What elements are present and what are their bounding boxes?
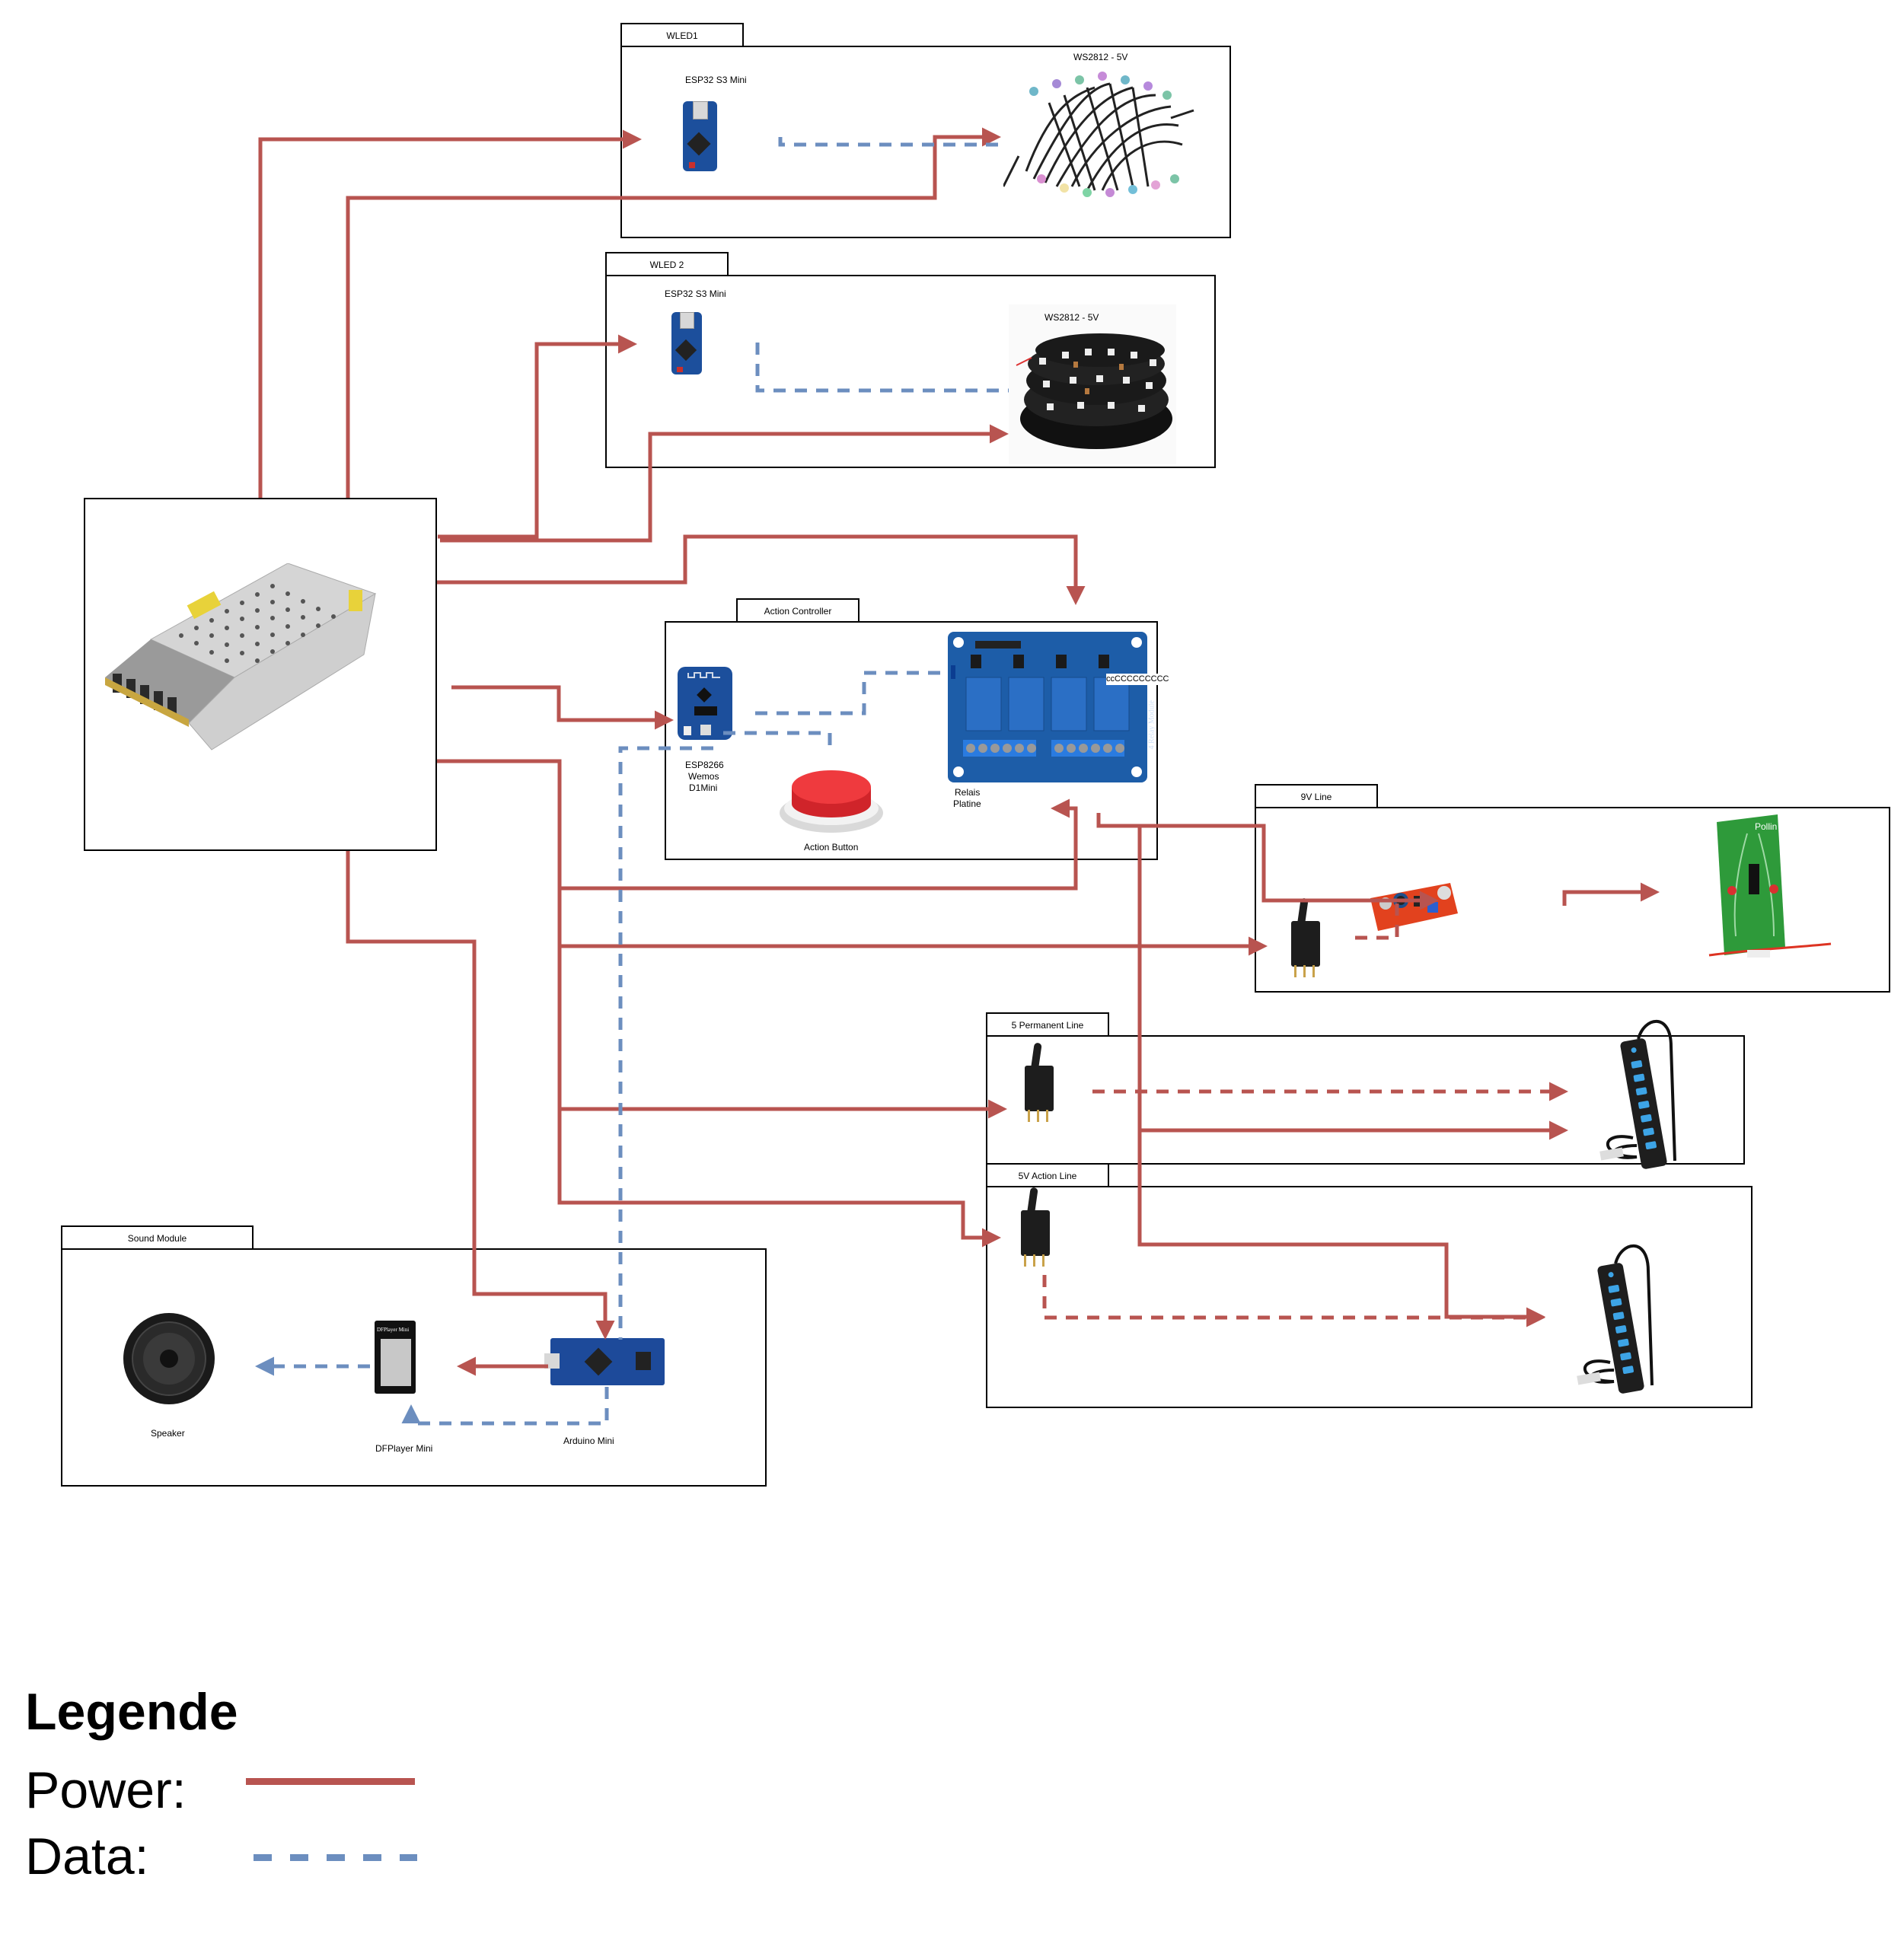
line-5v-permanent-usb-hub[interactable] bbox=[1591, 1016, 1705, 1170]
power-wire-psu-wled1-esp32 bbox=[258, 129, 642, 498]
line-9v-tab: 9V Line bbox=[1255, 784, 1378, 808]
line-5v-action-title: 5V Action Line bbox=[1018, 1171, 1077, 1181]
line-5v-action-toggle-switch[interactable] bbox=[1016, 1187, 1054, 1271]
wled2-led-label: WS2812 - 5V bbox=[1044, 312, 1099, 323]
line-5v-action-usb-hub[interactable] bbox=[1568, 1241, 1682, 1394]
action-button[interactable] bbox=[778, 758, 885, 834]
wled2-tab: WLED 2 bbox=[605, 252, 729, 276]
dfplayer-board-text: DFPlayer Mini bbox=[377, 1327, 410, 1333]
esp8266-label-line-2: Wemos bbox=[688, 771, 719, 782]
legend-power-label: Power: bbox=[25, 1761, 187, 1819]
relay-label-line-1: Relais bbox=[955, 787, 981, 798]
action-controller-title: Action Controller bbox=[764, 606, 832, 617]
wled2-esp32-label: ESP32 S3 Mini bbox=[665, 288, 726, 299]
arduino-mini-label: Arduino Mini bbox=[563, 1436, 614, 1446]
legend-power-line bbox=[246, 1778, 415, 1785]
wled1-led-label: WS2812 - 5V bbox=[1073, 52, 1128, 62]
line-9v-toggle-switch[interactable] bbox=[1287, 897, 1325, 982]
action-button-label: Action Button bbox=[804, 842, 859, 852]
esp8266-wemos-board[interactable] bbox=[678, 667, 732, 740]
esp8266-label-line-1: ESP8266 bbox=[685, 760, 724, 770]
wled1-title: WLED1 bbox=[666, 30, 698, 41]
wled2-led-strip[interactable] bbox=[1009, 304, 1176, 464]
power-wire-psu-relay bbox=[437, 534, 1086, 605]
line-5v-action-tab: 5V Action Line bbox=[986, 1163, 1109, 1187]
wled2-title: WLED 2 bbox=[649, 260, 684, 270]
action-controller-tab: Action Controller bbox=[736, 598, 860, 623]
power-wire-psu-esp8266 bbox=[451, 685, 674, 730]
wled1-esp32-board[interactable] bbox=[683, 101, 717, 171]
pollin-led-kit-board[interactable]: Pollin bbox=[1701, 814, 1839, 967]
line-5v-permanent-toggle-switch[interactable] bbox=[1020, 1042, 1058, 1127]
relay-overlay-text: ccCCCCCCCCC bbox=[1106, 674, 1169, 685]
svg-text:Pollin: Pollin bbox=[1755, 821, 1777, 832]
speaker[interactable] bbox=[122, 1311, 217, 1407]
arduino-mini-board[interactable] bbox=[544, 1338, 665, 1385]
wled1-tab: WLED1 bbox=[620, 23, 744, 47]
sound-module-tab: Sound Module bbox=[61, 1225, 254, 1250]
line-9v-title: 9V Line bbox=[1300, 792, 1332, 802]
relay-board[interactable]: 4 Relay Module bbox=[948, 632, 1156, 782]
relay-label-line-2: Platine bbox=[953, 798, 981, 809]
dfplayer-mini-board[interactable]: DFPlayer Mini bbox=[375, 1321, 416, 1394]
esp8266-label-line-3: D1Mini bbox=[689, 782, 718, 793]
wled1-esp32-label: ESP32 S3 Mini bbox=[685, 75, 747, 85]
relay-board-text: 4 Relay Module bbox=[1147, 700, 1156, 750]
wled2-esp32-board[interactable] bbox=[671, 312, 702, 374]
line-5v-permanent-tab: 5 Permanent Line bbox=[986, 1012, 1109, 1037]
legend-data-label: Data: bbox=[25, 1828, 149, 1885]
legend-title: Legende bbox=[25, 1683, 238, 1741]
power-wire-psu-wled2-esp32 bbox=[438, 334, 637, 539]
power-supply-unit[interactable] bbox=[97, 562, 379, 754]
dfplayer-label: DFPlayer Mini bbox=[375, 1443, 433, 1454]
wled1-led-string[interactable] bbox=[1002, 65, 1198, 206]
sound-module-title: Sound Module bbox=[127, 1233, 187, 1244]
buck-converter-module[interactable] bbox=[1367, 879, 1462, 932]
legend-data-line bbox=[254, 1854, 417, 1861]
line-5v-permanent-title: 5 Permanent Line bbox=[1011, 1020, 1084, 1031]
speaker-label: Speaker bbox=[151, 1428, 185, 1439]
